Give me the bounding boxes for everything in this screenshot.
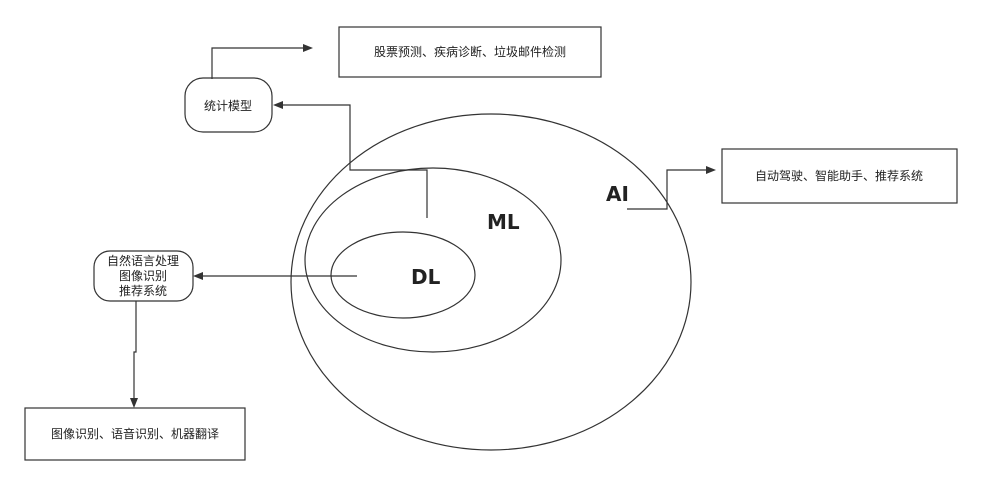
dl-applications-text: 图像识别、语音识别、机器翻译	[51, 426, 219, 441]
dl-applications-box	[24, 407, 246, 461]
dl-ellipse	[330, 231, 476, 319]
ai-label: AI	[606, 182, 629, 206]
dl-domains-line-1: 自然语言处理	[107, 253, 179, 268]
ai-ellipse	[290, 113, 692, 451]
dl-domains-line-3: 推荐系统	[119, 284, 167, 298]
connector-ml-to-statistical	[283, 104, 428, 218]
arrowhead-ml-to-statistical	[273, 101, 283, 109]
connector-statistical-to-applications	[211, 47, 303, 79]
ml-label: ML	[487, 210, 520, 234]
arrowhead-ai-to-applications	[706, 166, 716, 174]
arrowhead-dl-to-domains	[193, 272, 203, 280]
ml-ellipse	[304, 167, 562, 353]
ai-applications-box	[721, 148, 958, 204]
statistical-applications-text: 股票预测、疾病诊断、垃圾邮件检测	[374, 44, 566, 59]
arrowhead-statistical-to-applications	[303, 44, 313, 52]
connector-domains-to-dl-applications	[133, 301, 137, 398]
connector-ai-to-applications	[627, 169, 706, 210]
statistical-models-label: 统计模型	[204, 99, 252, 113]
dl-label: DL	[411, 265, 441, 289]
statistical-models-node	[184, 77, 273, 133]
statistical-applications-box	[338, 26, 602, 78]
ai-applications-text: 自动驾驶、智能助手、推荐系统	[755, 168, 923, 183]
arrowhead-domains-to-dl-applications	[130, 398, 138, 408]
dl-domains-line-2: 图像识别	[119, 269, 167, 283]
